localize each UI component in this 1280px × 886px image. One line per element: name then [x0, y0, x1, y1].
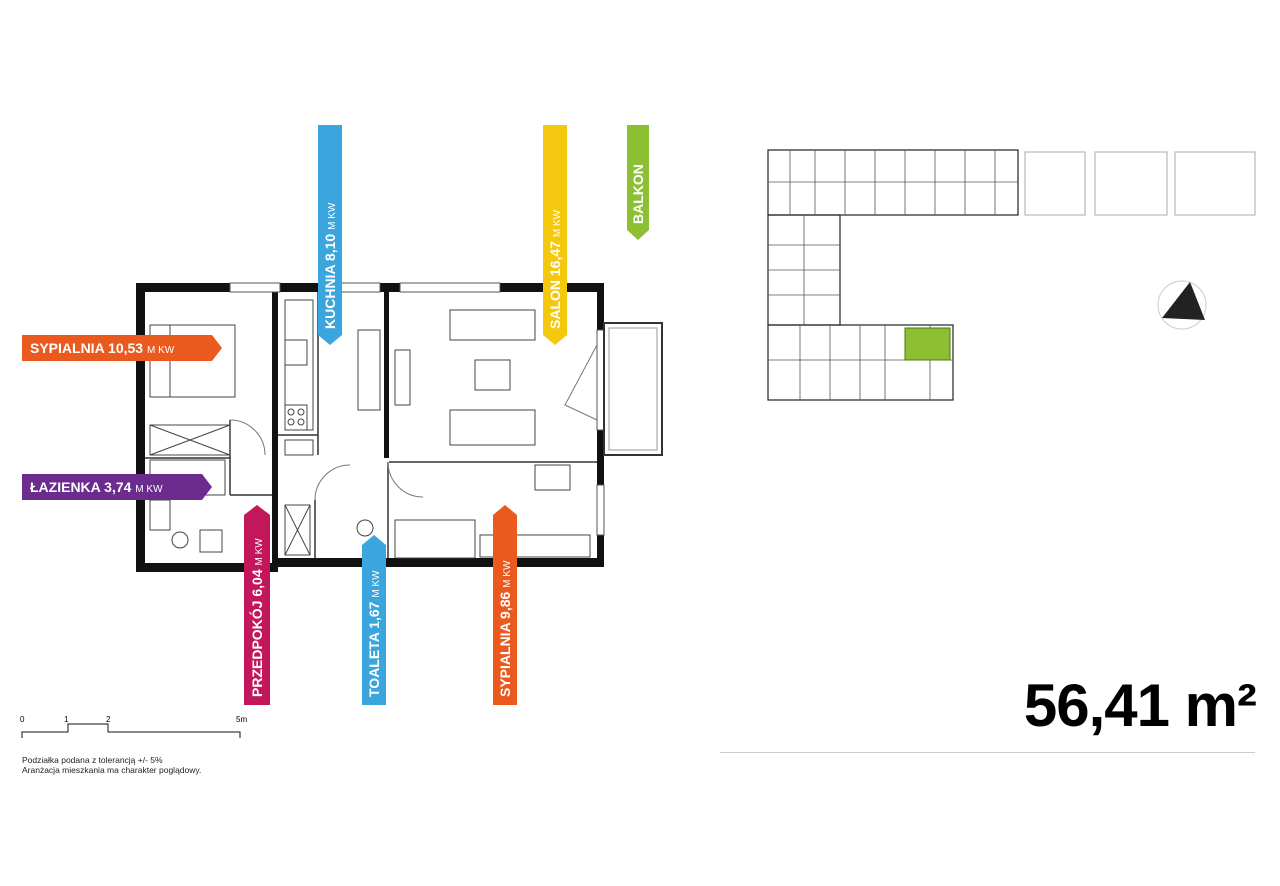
wardrobe-3 — [479, 534, 591, 558]
sink — [284, 339, 308, 366]
room-label-tag — [627, 125, 649, 240]
fridge — [284, 439, 314, 456]
balcony-inner — [608, 327, 658, 451]
washing-machine — [199, 529, 223, 553]
room-area: 1,67 — [366, 598, 382, 633]
room-area: 10,53 — [104, 340, 147, 356]
scale-tick-0: 0 — [20, 715, 25, 724]
room-unit: M KW — [552, 209, 563, 237]
compass-icon — [1157, 280, 1207, 330]
room-label-text: KUCHNIA 8,10 M KW — [322, 202, 338, 329]
highlighted-apartment — [904, 327, 951, 361]
note-arrangement: Aranżacja mieszkania ma charakter pogląd… — [22, 765, 202, 775]
room-label-tag — [318, 125, 342, 345]
room-label-tag — [493, 505, 517, 705]
room-label-tag — [22, 335, 222, 361]
room-label-tag — [244, 505, 270, 705]
total-area-unit: m² — [1169, 672, 1257, 739]
room-unit: M KW — [502, 560, 513, 588]
room-name: BALKON — [630, 164, 646, 224]
room-label-tag — [543, 125, 567, 345]
room-unit: M KW — [327, 202, 338, 230]
room-name: PRZEDPOKÓJ — [248, 601, 265, 697]
scale-tick-2: 2 — [106, 715, 111, 724]
room-unit: M KW — [254, 538, 265, 566]
room-label-3: SALON 16,47 M KW — [543, 125, 567, 345]
room-name: TOALETA — [366, 632, 382, 697]
building-outline — [767, 149, 1019, 401]
scale-tick-5m: 5m — [236, 715, 247, 724]
wardrobe-1 — [149, 424, 231, 456]
room-label-text: TOALETA 1,67 M KW — [366, 570, 382, 697]
room-name: SALON — [547, 280, 563, 329]
room-label-tag — [362, 535, 386, 705]
room-label-0: SYPIALNIA 10,53 M KW — [22, 335, 222, 361]
sofa — [449, 309, 536, 341]
room-unit: M KW — [135, 484, 163, 495]
stove — [284, 404, 308, 431]
door-swings — [229, 344, 598, 501]
bed-2 — [394, 519, 476, 559]
room-label-tag — [22, 474, 212, 500]
room-label-2: KUCHNIA 8,10 M KW — [318, 125, 342, 345]
building-units — [768, 150, 1018, 400]
coffee-table — [474, 359, 511, 391]
room-label-1: ŁAZIENKA 3,74 M KW — [22, 474, 212, 500]
room-unit: M KW — [371, 570, 382, 598]
room-area: 9,86 — [497, 588, 513, 623]
dining-table — [357, 329, 381, 411]
sofa-2 — [449, 409, 536, 446]
total-area-value: 56,41 — [1023, 672, 1170, 739]
total-area-unit-text: m² — [1184, 672, 1257, 739]
room-name: SYPIALNIA — [30, 340, 105, 356]
room-name: KUCHNIA — [322, 265, 338, 329]
room-unit: M KW — [147, 345, 175, 356]
scale-tick-1: 1 — [64, 715, 69, 724]
room-name: SYPIALNIA — [497, 622, 513, 697]
neighbor-buildings — [1024, 151, 1256, 216]
desk — [534, 464, 571, 491]
room-name: ŁAZIENKA — [30, 479, 101, 495]
total-area: 56,41 m² — [1024, 676, 1257, 736]
room-label-text: SYPIALNIA 10,53 M KW — [30, 340, 175, 356]
room-label-text: PRZEDPOKÓJ 6,04 M KW — [248, 538, 265, 697]
room-label-text: SYPIALNIA 9,86 M KW — [497, 560, 513, 697]
note-tolerance: Podziałka podana z tolerancją +/- 5% — [22, 755, 163, 765]
room-label-4: BALKON — [627, 125, 649, 240]
room-label-6: TOALETA 1,67 M KW — [362, 535, 386, 705]
room-label-text: BALKON — [630, 164, 646, 224]
toilet-2 — [356, 519, 374, 537]
room-area: 3,74 — [100, 479, 135, 495]
room-area: 8,10 — [322, 230, 338, 265]
divider — [720, 752, 1255, 753]
toilet-1 — [171, 531, 189, 549]
disclaimer-notes: Podziałka podana z tolerancją +/- 5% Ara… — [22, 755, 201, 775]
room-label-text: ŁAZIENKA 3,74 M KW — [30, 479, 163, 495]
room-label-text: SALON 16,47 M KW — [547, 209, 563, 329]
sideboard — [394, 349, 411, 406]
wardrobe-2 — [284, 504, 311, 556]
room-area: 16,47 — [547, 237, 563, 280]
scale-bar — [21, 723, 241, 738]
balcony-outline — [603, 322, 663, 456]
room-label-5: PRZEDPOKÓJ 6,04 M KW — [244, 505, 270, 705]
room-label-7: SYPIALNIA 9,86 M KW — [493, 505, 517, 705]
room-area: 6,04 — [249, 566, 265, 601]
